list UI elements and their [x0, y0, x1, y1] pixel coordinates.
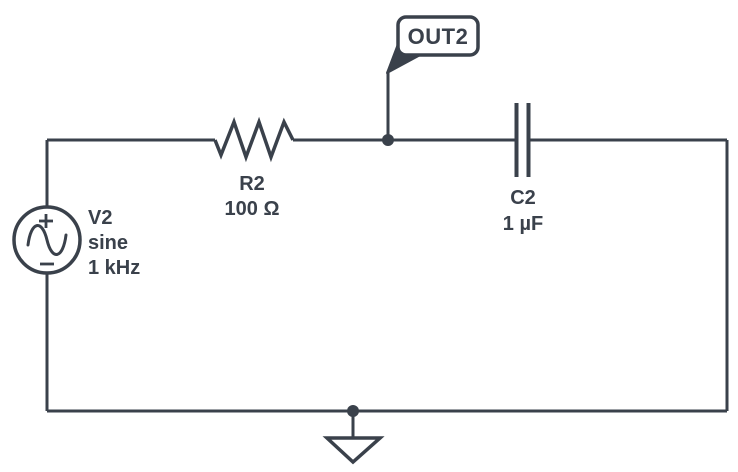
source-waveform-label: sine: [88, 232, 128, 254]
capacitor-name-label: C2: [510, 187, 536, 209]
resistor-zigzag-icon: [213, 116, 295, 163]
source-name-label: V2: [88, 207, 112, 229]
wires: [45, 71, 729, 413]
resistor-name-label: R2: [239, 173, 265, 195]
resistor-value-label: 100 Ω: [225, 198, 280, 220]
source-frequency-label: 1 kHz: [88, 257, 140, 279]
sine-wave-icon: [26, 224, 68, 256]
voltage-source-symbol[interactable]: V2 sine 1 kHz: [12, 205, 140, 279]
ground-triangle-icon: [322, 436, 385, 465]
ground-symbol[interactable]: [322, 411, 385, 465]
capacitor-symbol[interactable]: C2 1 µF: [503, 103, 543, 235]
resistor-symbol[interactable]: R2 100 Ω: [213, 116, 295, 220]
net-label-out2[interactable]: OUT2: [386, 15, 480, 74]
plus-sign: [39, 214, 53, 228]
net-label-text: OUT2: [408, 24, 469, 49]
net-label-bubble: [396, 15, 480, 57]
junction-dot-out2: [382, 134, 394, 146]
capacitor-value-label: 1 µF: [503, 213, 543, 235]
